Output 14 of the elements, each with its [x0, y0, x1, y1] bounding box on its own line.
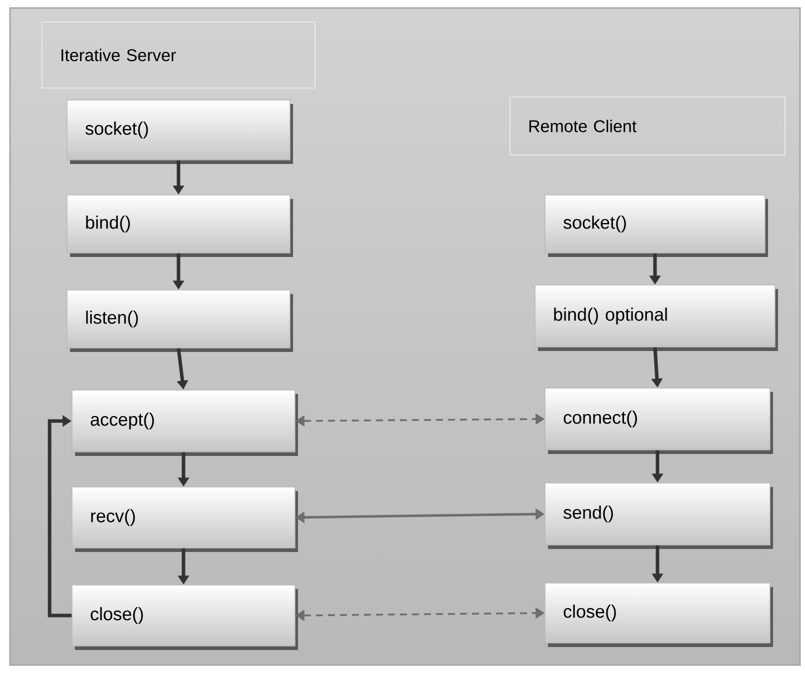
arrow [48, 415, 72, 618]
process-box: accept() [72, 390, 298, 456]
process-box: socket() [544, 194, 768, 257]
title-box: Iterative Server [42, 22, 316, 88]
process-box: close() [72, 584, 298, 650]
process-box: bind() optional [534, 284, 778, 351]
process-box: listen() [66, 290, 293, 352]
process-box: recv() [72, 486, 298, 552]
process-box: close() [544, 582, 773, 647]
process-box: socket() [66, 100, 293, 164]
process-box: bind() [66, 194, 293, 257]
process-box: connect() [544, 388, 773, 454]
process-box: send() [544, 482, 773, 549]
title-box: Remote Client [510, 96, 786, 156]
